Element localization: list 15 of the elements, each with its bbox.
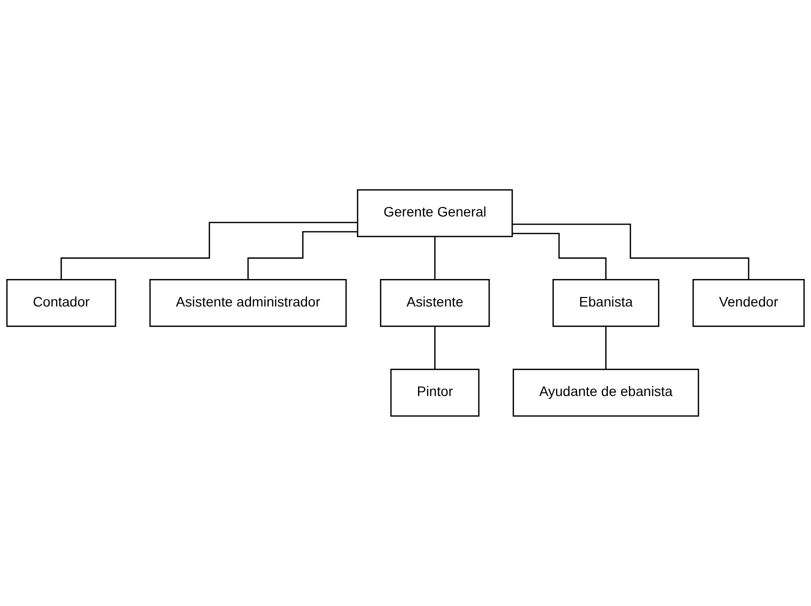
connector — [434, 236, 436, 280]
connector — [605, 326, 607, 370]
connector — [434, 326, 436, 370]
connector — [60, 222, 358, 280]
node-box: Asistente administrador — [149, 279, 347, 327]
node-box: Ebanista — [552, 279, 660, 327]
node-box: Pintor — [390, 368, 480, 417]
node-box: Gerente General — [356, 189, 513, 238]
connector — [247, 231, 358, 280]
node-box: Contador — [6, 279, 116, 327]
connector — [512, 232, 607, 280]
node-box: Vendedor — [692, 279, 805, 327]
connector — [512, 224, 750, 280]
node-box: Ayudante de ebanista — [512, 368, 700, 417]
node-box: Asistente — [380, 279, 490, 327]
